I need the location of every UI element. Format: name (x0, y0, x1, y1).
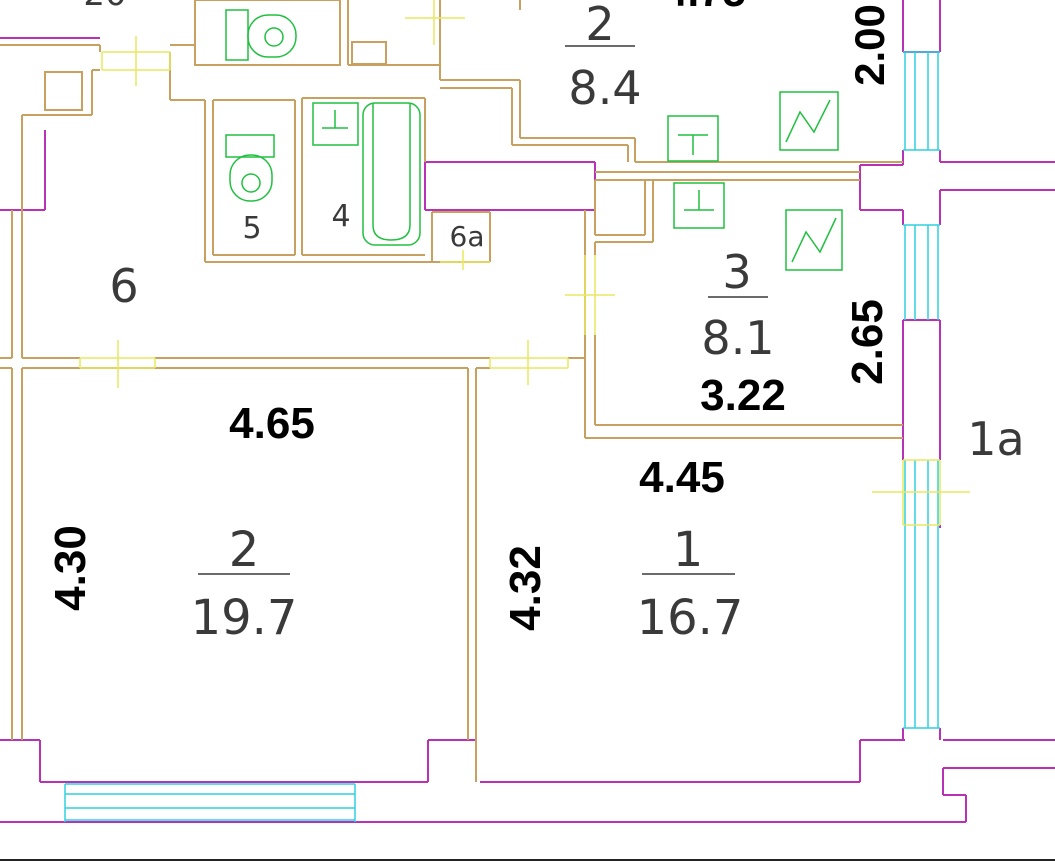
room1-number: 1 (673, 522, 704, 578)
room2-height: 4.30 (46, 525, 95, 611)
sink-icon (667, 115, 719, 162)
inner-walls (0, 0, 903, 782)
outer-walls (0, 0, 1055, 823)
door-room3 (565, 255, 615, 335)
door-top-left (101, 36, 171, 86)
fixtures (225, 9, 843, 271)
room2-number: 2 (229, 522, 260, 578)
room2-width: 4.65 (229, 399, 315, 448)
room1-width: 4.45 (639, 453, 725, 502)
partial-right-height: 2.00 (846, 4, 893, 86)
bath-label: 4 (331, 199, 350, 234)
room3-height: 2.65 (843, 299, 892, 385)
room2-area: 19.7 (191, 590, 298, 646)
door-closet (440, 250, 490, 270)
partial-room-area: 8.4 (568, 61, 641, 115)
room3-area: 8.1 (701, 311, 774, 365)
toilet-icon (225, 134, 275, 202)
sink-icon (673, 182, 725, 229)
partial-room-number: 2 (585, 0, 614, 51)
door-room2 (79, 340, 156, 388)
stove-icon (785, 209, 843, 271)
toilet-icon (225, 9, 297, 61)
sink-icon (312, 102, 359, 146)
partial-top-width: 4.75 (664, 0, 746, 15)
windows (64, 51, 940, 822)
window-room3 (903, 224, 940, 320)
balcony-label: 1а (967, 412, 1024, 466)
toilet-label: 5 (242, 211, 261, 246)
hall-label: 6 (109, 259, 138, 313)
door-balcony (872, 459, 970, 526)
room1-area: 16.7 (637, 590, 744, 646)
window-room2 (64, 783, 356, 822)
room1-height: 4.32 (501, 545, 550, 631)
closet-label: 6а (450, 220, 485, 253)
bathtub-icon (362, 102, 421, 246)
window-room1 (903, 460, 940, 729)
window-right-top (903, 51, 940, 151)
partial-left-number: 20 (83, 0, 126, 14)
room3-width: 3.22 (700, 371, 786, 420)
stove-icon (779, 91, 839, 151)
doors (79, 0, 970, 526)
door-top-center (405, 0, 465, 45)
door-room1 (489, 340, 569, 385)
room3-number: 3 (722, 245, 751, 299)
fraction-bars (198, 45, 768, 575)
